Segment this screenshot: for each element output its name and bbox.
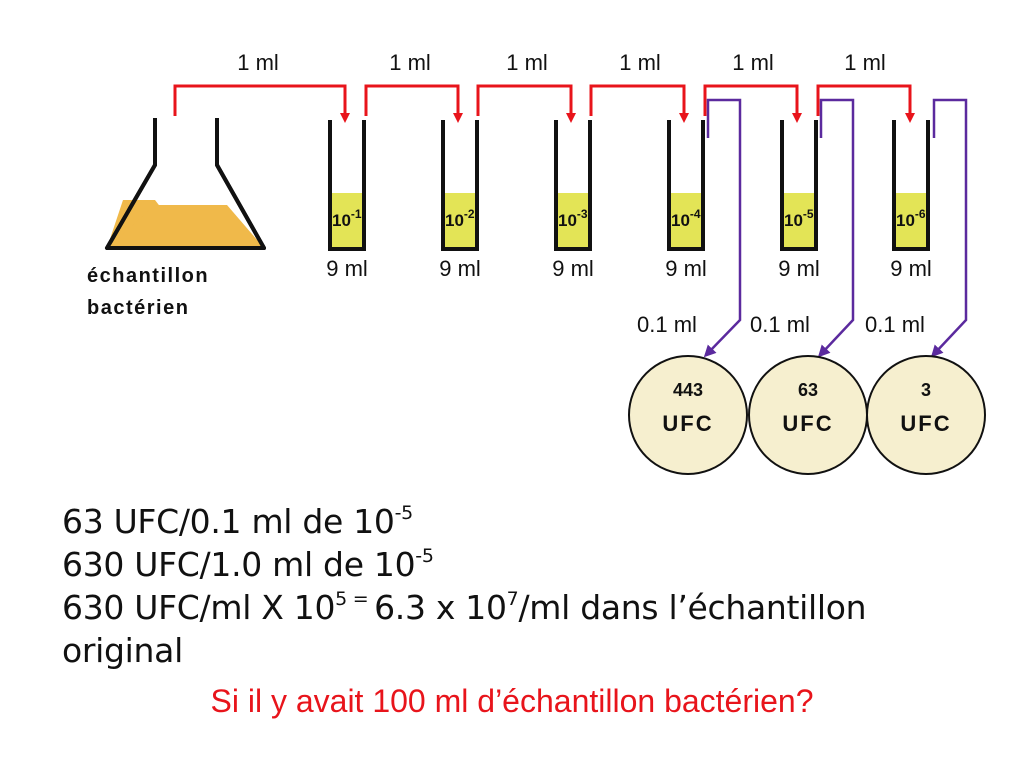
petri-plate: 443 UFC <box>628 355 748 475</box>
calculation-text: 63 UFC/0.1 ml de 10-5 630 UFC/1.0 ml de … <box>62 500 1012 672</box>
transfer-label: 1 ml <box>619 50 661 75</box>
transfer-label: 1 ml <box>237 50 279 75</box>
calc-line2-text: 630 UFC/1.0 ml de 10 <box>62 545 416 584</box>
dilution-tube: 10-2 9 ml <box>439 120 481 281</box>
calc-line3-a: 630 UFC/ml X 10 <box>62 588 336 627</box>
calc-line1-text: 63 UFC/0.1 ml de 10 <box>62 502 395 541</box>
calc-line3-exponent-a: 5 <box>335 588 347 610</box>
transfer-arrow <box>173 84 350 123</box>
plate-count: 3 <box>921 380 931 400</box>
dilution-tube: 10-6 9 ml <box>890 120 932 281</box>
transfer-arrow <box>589 84 689 123</box>
transfer-arrow <box>364 84 463 123</box>
calc-line1-exponent: -5 <box>394 502 414 524</box>
calc-line2-exponent: -5 <box>415 545 434 567</box>
tube-liquid <box>556 193 590 249</box>
petri-plate: 63 UFC <box>748 355 868 475</box>
calculation-line: 63 UFC/0.1 ml de 10-5 <box>62 500 1012 543</box>
transfer-arrow <box>703 84 802 123</box>
calculation-line: 630 UFC/ml X 105 = 6.3 x 107/ml dans l’é… <box>62 586 1012 629</box>
tube-volume-label: 9 ml <box>326 256 368 281</box>
plate-unit: UFC <box>782 411 833 436</box>
plating-arrows <box>703 98 968 358</box>
tube-volume-label: 9 ml <box>665 256 707 281</box>
transfer-arrow <box>476 84 576 123</box>
calc-line3-exponent-b: 7 <box>506 588 519 610</box>
transfer-label: 1 ml <box>732 50 774 75</box>
plating-volume-label: 0.1 ml <box>637 312 697 337</box>
tube-outline <box>780 120 818 251</box>
calc-line3-b: 6.3 x 10 <box>374 588 507 627</box>
calc-line3-c: /ml dans l’échantillon <box>518 588 867 627</box>
flask-label-line2: bactérien <box>87 297 189 319</box>
plating-arrow <box>930 98 968 358</box>
tube-outline <box>892 120 930 251</box>
sample-flask: échantillon bactérien <box>87 118 266 319</box>
transfer-labels: 1 ml 1 ml 1 ml 1 ml 1 ml 1 ml <box>237 50 886 75</box>
calculation-line: original <box>62 631 183 670</box>
flask-label-line1: échantillon <box>87 265 209 287</box>
tube-dilution-label: 10-2 <box>445 207 475 230</box>
plating-volume-labels: 0.1 ml 0.1 ml 0.1 ml <box>637 312 925 337</box>
tube-dilution-label: 10-4 <box>671 207 701 230</box>
plate-circle <box>628 355 748 475</box>
tube-outline <box>441 120 479 251</box>
tube-volume-label: 9 ml <box>552 256 594 281</box>
plate-unit: UFC <box>662 411 713 436</box>
tube-dilution-label: 10-3 <box>558 207 588 230</box>
serial-dilution-diagram: échantillon bactérien 1 ml 1 ml 1 ml 1 m… <box>87 50 986 475</box>
plating-volume-label: 0.1 ml <box>750 312 810 337</box>
transfer-label: 1 ml <box>506 50 548 75</box>
petri-plate: 3 UFC <box>866 355 986 475</box>
tube-dilution-label: 10-6 <box>896 207 926 230</box>
plating-arrow <box>817 98 855 358</box>
question-text: Si il y avait 100 ml d’échantillon bacté… <box>210 683 814 719</box>
tube-liquid <box>894 193 928 249</box>
transfer-label: 1 ml <box>389 50 431 75</box>
tube-volume-label: 9 ml <box>778 256 820 281</box>
plating-arrow <box>703 98 742 358</box>
tube-outline <box>554 120 592 251</box>
tube-liquid <box>330 193 364 249</box>
dilution-tube: 10-5 9 ml <box>778 120 820 281</box>
dilution-tube: 10-1 9 ml <box>326 120 368 281</box>
tube-outline <box>667 120 705 251</box>
tube-volume-label: 9 ml <box>439 256 481 281</box>
flask-outline-top <box>105 118 266 250</box>
transfer-arrow <box>816 84 915 123</box>
plating-volume-label: 0.1 ml <box>865 312 925 337</box>
dilution-tube: 10-4 9 ml <box>665 120 707 281</box>
tube-liquid <box>443 193 477 249</box>
tube-liquid <box>669 193 703 249</box>
flask-liquid-fill <box>107 205 264 248</box>
tube-liquid <box>782 193 816 249</box>
tube-dilution-label: 10-5 <box>784 207 814 230</box>
tube-volume-label: 9 ml <box>890 256 932 281</box>
transfer-label: 1 ml <box>844 50 886 75</box>
plate-unit: UFC <box>900 411 951 436</box>
transfer-arrows <box>173 84 915 123</box>
dilution-tube: 10-3 9 ml <box>552 120 594 281</box>
tube-dilution-label: 10-1 <box>332 207 362 230</box>
plate-count: 443 <box>673 380 703 400</box>
calc-line3-equals: = <box>346 588 375 610</box>
plate-count: 63 <box>798 380 818 400</box>
plate-circle <box>866 355 986 475</box>
tube-outline <box>328 120 366 251</box>
calculation-line: 630 UFC/1.0 ml de 10-5 <box>62 543 1012 586</box>
